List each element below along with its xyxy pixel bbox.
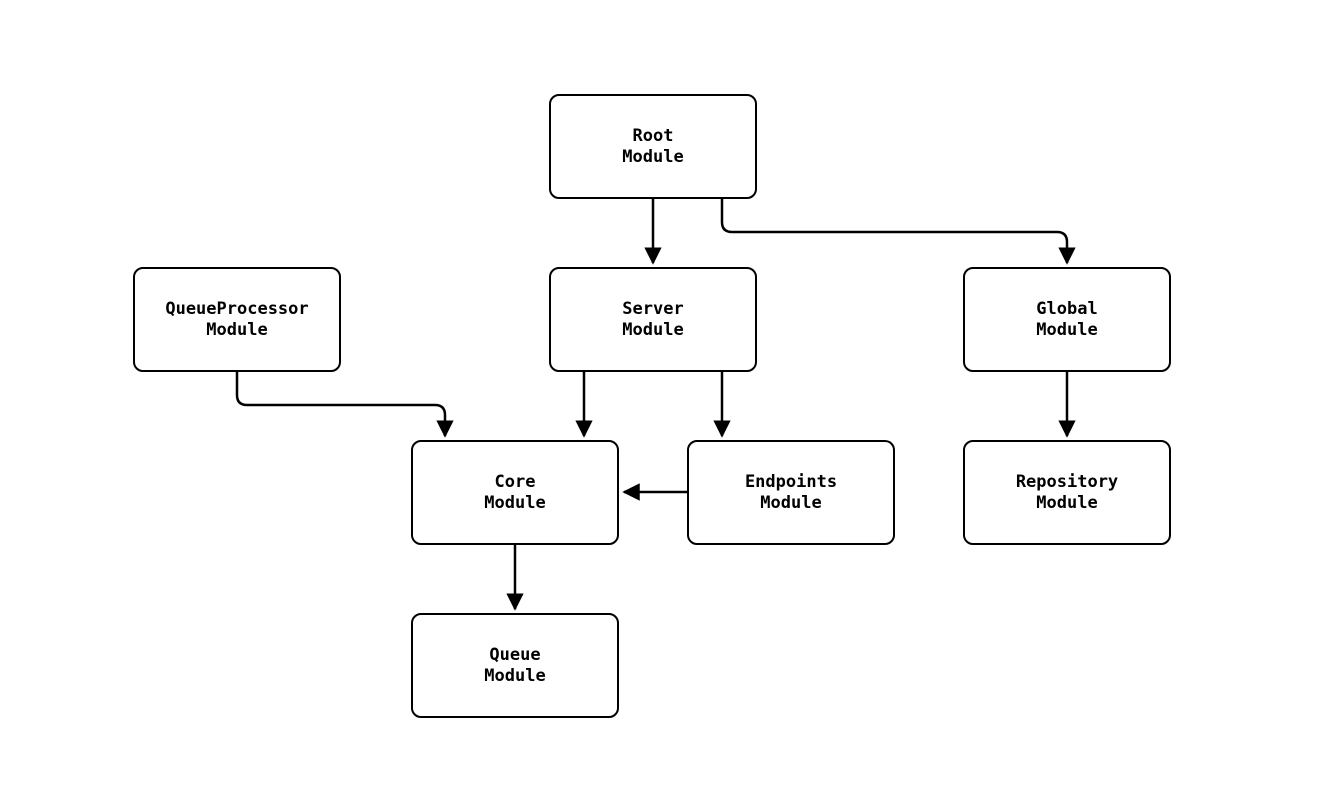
node-global-module: Global Module	[963, 267, 1171, 372]
node-label: Core Module	[484, 471, 546, 513]
node-repository-module: Repository Module	[963, 440, 1171, 545]
node-label: Server Module	[622, 298, 684, 340]
node-label: Endpoints Module	[744, 471, 838, 513]
node-server-module: Server Module	[549, 267, 757, 372]
node-label: QueueProcessor Module	[165, 298, 309, 340]
node-core-module: Core Module	[411, 440, 619, 545]
node-endpoints-module: Endpoints Module	[687, 440, 895, 545]
node-label: Queue Module	[484, 644, 546, 686]
node-queueprocessor-module: QueueProcessor Module	[133, 267, 341, 372]
node-root-module: Root Module	[549, 94, 757, 199]
node-queue-module: Queue Module	[411, 613, 619, 718]
edge-queueprocessor-to-core	[235, 372, 454, 438]
node-label: Global Module	[1036, 298, 1098, 340]
node-label: Root Module	[622, 125, 684, 167]
edge-root-to-global	[720, 197, 1076, 265]
node-label: Repository Module	[1015, 471, 1119, 513]
